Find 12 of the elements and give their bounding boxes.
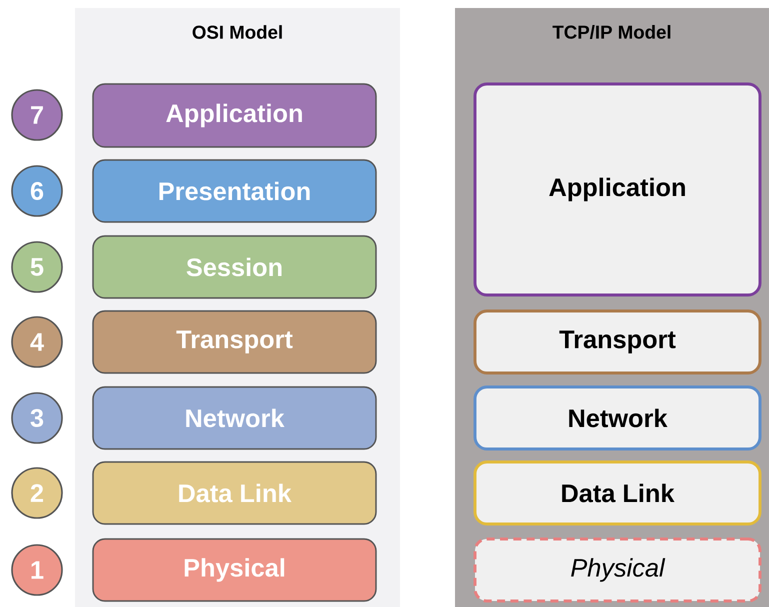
layer-box: Transport xyxy=(474,310,762,374)
layer-box: Session xyxy=(92,235,377,299)
layer-box: Network xyxy=(474,386,762,450)
layer-box: Physical xyxy=(474,538,762,602)
layer-box: Application xyxy=(92,83,377,148)
layer-box: Application xyxy=(474,82,762,296)
layer-box: Presentation xyxy=(92,159,377,223)
layer-box: Network xyxy=(92,386,377,450)
layer-box: Transport xyxy=(92,310,377,374)
layer-box: Physical xyxy=(92,538,377,602)
layer-box: Data Link xyxy=(474,460,762,526)
layer-box: Data Link xyxy=(92,461,377,525)
